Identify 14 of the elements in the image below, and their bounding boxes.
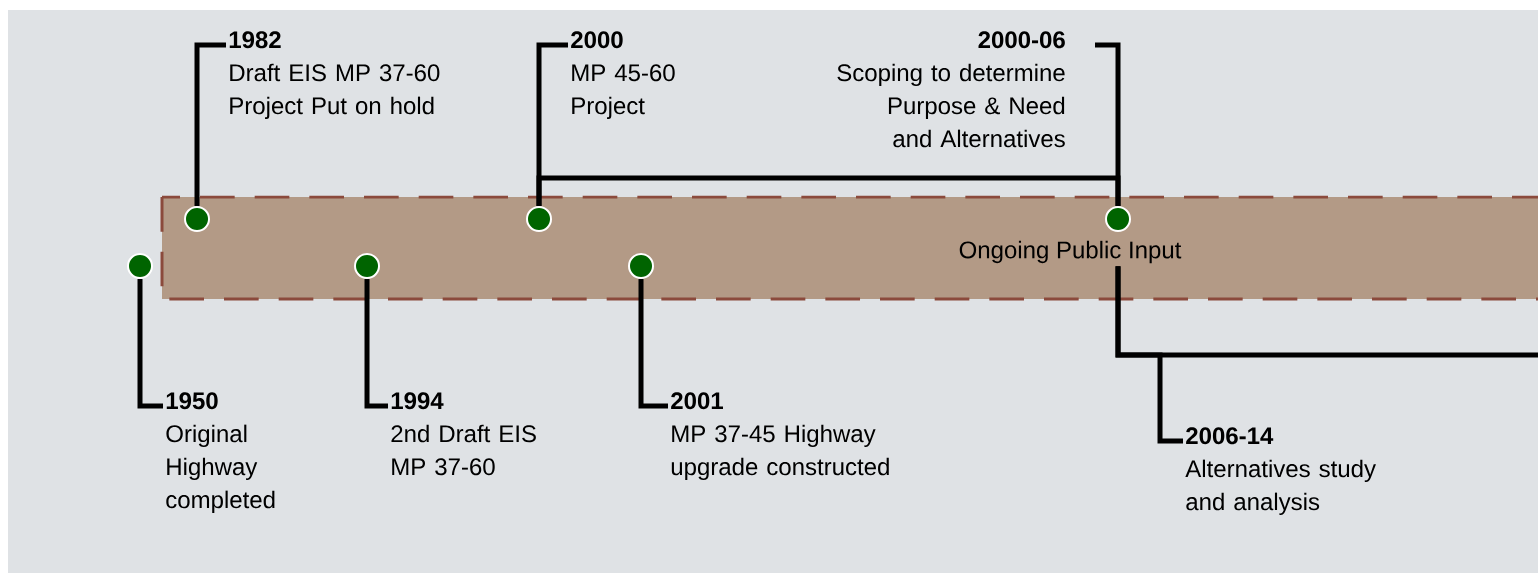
connector-line: [536, 175, 1121, 206]
event-label: 2001 MP 37-45 Highway upgrade constructed: [671, 392, 889, 480]
event-label: 1994 2nd Draft EIS MP 37-60: [391, 392, 536, 476]
event-label: 1982 Draft EIS MP 37-60 Project Put on hold: [229, 31, 440, 119]
event-label: 1950 Original Highway completed: [166, 392, 275, 513]
connector-line: [1115, 266, 1538, 358]
leader-line: [194, 42, 226, 206]
leader-line: [364, 279, 388, 409]
leader-line: [137, 279, 163, 409]
event-label: 2006-14 Alternatives study and analysis: [1185, 427, 1376, 515]
event-label: 2000 MP 45-60 Project: [571, 31, 675, 119]
band: Ongoing Public Input: [160, 195, 1538, 301]
leader-line: [638, 279, 668, 409]
event-label: 2000-06 Scoping to determine Purpose & Need and Alternatives: [837, 31, 1065, 148]
